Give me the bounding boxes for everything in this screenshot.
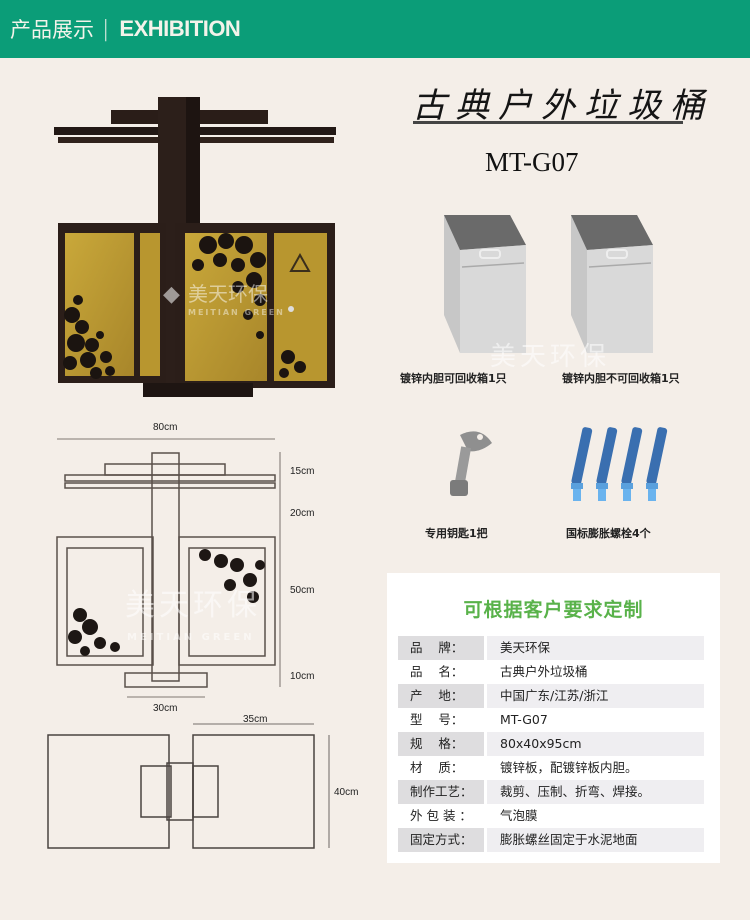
section-title-en: EXHIBITION — [119, 16, 241, 41]
section-title-cn: 产品展示 — [10, 18, 94, 42]
liner-recyclable-image — [444, 215, 526, 353]
spec-row-size: 规 格： 80x40x95cm — [398, 732, 704, 756]
spec-value: MT-G07 — [500, 712, 548, 727]
accessory-caption: 专用钥匙1把 — [425, 527, 488, 540]
spec-row-model: 型 号： MT-G07 — [398, 708, 704, 732]
spec-row-origin: 产 地： 中国广东/江苏/浙江 — [398, 684, 704, 708]
spec-value: 80x40x95cm — [487, 732, 704, 756]
spec-label: 品 牌： — [398, 636, 484, 660]
dim-bin-width: 35cm — [243, 715, 267, 725]
dim-width: 80cm — [153, 422, 177, 433]
recycle-icon — [289, 252, 311, 272]
expansion-bolts-icon — [571, 427, 668, 501]
svg-text:MEITIAN GREEN: MEITIAN GREEN — [188, 308, 285, 317]
accessory-caption: 镀锌内胆可回收箱1只 — [400, 372, 507, 385]
spec-label: 产 地： — [398, 684, 484, 708]
spec-row-brand: 品 牌： 美天环保 — [398, 636, 704, 660]
accessory-caption: 国标膨胀螺栓4个 — [566, 527, 651, 540]
dim-height-roof: 15cm — [290, 466, 314, 477]
title-underline — [413, 121, 683, 124]
dim-height-neck: 20cm — [290, 508, 314, 519]
section-header: 产品展示 | EXHIBITION — [0, 0, 750, 58]
title-separator: | — [102, 16, 110, 42]
spec-row-name: 品 名： 古典户外垃圾桶 — [398, 660, 704, 684]
spec-label: 材 质： — [410, 760, 464, 775]
spec-row-material: 材 质： 镀锌板，配镀锌板内胆。 — [398, 756, 704, 780]
watermark-logo: ◆ — [163, 282, 180, 307]
spec-label: 型 号： — [410, 712, 464, 727]
spec-row-packaging: 外 包 装 ： 气泡膜 — [398, 804, 704, 828]
watermark-text: 美天环保 — [125, 588, 261, 623]
cloud-pattern — [63, 295, 115, 379]
dim-height-base: 10cm — [290, 671, 314, 682]
front-dimension-drawing: 80cm 15cm 20cm 50cm 10cm 30cm 美天环保 MEITI… — [56, 422, 314, 714]
spec-label: 外 包 装 ： — [410, 808, 472, 823]
spec-row-installation: 固定方式： 膨胀螺丝固定于水泥地面 — [398, 828, 704, 852]
spec-panel: 可根据客户要求定制 品 牌： 美天环保 品 名： 古典户外垃圾桶 产 地： 中国… — [387, 573, 720, 863]
spec-row-process: 制作工艺： 裁剪、压制、折弯、焊接。 — [398, 780, 704, 804]
spec-label: 规 格： — [398, 732, 484, 756]
spec-value: 气泡膜 — [500, 808, 538, 823]
lock-icon — [288, 306, 294, 312]
top-dimension-drawing: 35cm 40cm — [47, 715, 358, 849]
svg-text:美天环保: 美天环保 — [188, 282, 268, 306]
spec-value: 美天环保 — [487, 636, 704, 660]
key-icon — [450, 431, 492, 496]
spec-value: 镀锌板，配镀锌板内胆。 — [500, 760, 638, 775]
dim-base-width: 30cm — [153, 703, 177, 714]
spec-value: 中国广东/江苏/浙江 — [487, 684, 704, 708]
dim-depth: 40cm — [334, 787, 358, 798]
watermark-text: 美天环保 — [490, 342, 611, 372]
spec-label: 制作工艺： — [398, 780, 484, 804]
product-model: MT-G07 — [485, 147, 579, 177]
spec-value: 裁剪、压制、折弯、焊接。 — [487, 780, 704, 804]
spec-label: 品 名： — [410, 664, 464, 679]
spec-value: 古典户外垃圾桶 — [500, 664, 588, 679]
product-name: 古典户外垃圾桶 — [412, 86, 713, 126]
spec-value: 膨胀螺丝固定于水泥地面 — [487, 828, 704, 852]
spec-label: 固定方式： — [398, 828, 484, 852]
watermark-sub: MEITIAN GREEN — [127, 632, 255, 643]
spec-table: 品 牌： 美天环保 品 名： 古典户外垃圾桶 产 地： 中国广东/江苏/浙江 型… — [398, 636, 704, 852]
dim-height-bin: 50cm — [290, 585, 314, 596]
product-photo: ◆ 美天环保 MEITIAN GREEN — [54, 97, 336, 397]
liner-nonrecyclable-image — [571, 215, 653, 353]
accessory-caption: 镀锌内胆不可回收箱1只 — [562, 372, 680, 385]
customization-title: 可根据客户要求定制 — [463, 599, 644, 621]
